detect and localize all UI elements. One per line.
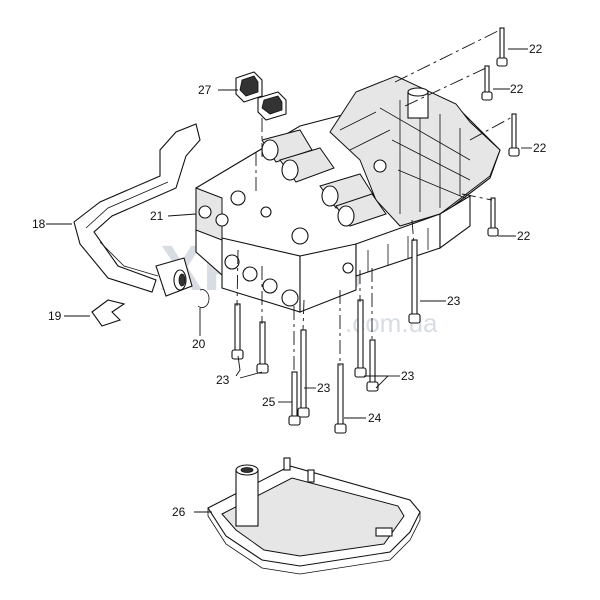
- callout-27: 27: [198, 83, 212, 97]
- leader-lines: [46, 48, 532, 513]
- bolt-23-right-pair: [354, 299, 379, 392]
- bolt-22-third: [508, 113, 520, 157]
- alignment-lines: [236, 29, 515, 374]
- callout-18: 18: [32, 217, 46, 231]
- bolt-24: [334, 363, 347, 434]
- callout-22-b: 22: [510, 82, 524, 96]
- bolt-25: [288, 371, 301, 426]
- callout-20: 20: [192, 337, 206, 351]
- bolt-22-top: [496, 27, 508, 67]
- callout-23-d: 23: [401, 369, 415, 383]
- bolt-22-second: [481, 65, 493, 101]
- callout-23-b: 23: [216, 373, 230, 387]
- oil-filter-part: [207, 457, 421, 575]
- valve-body-part: [195, 75, 501, 313]
- callout-23-c: 23: [317, 381, 331, 395]
- bolt-23-left-b: [256, 321, 269, 374]
- callout-26: 26: [172, 505, 186, 519]
- callout-25: 25: [262, 395, 276, 409]
- bolt-22-fourth: [487, 197, 499, 237]
- callout-labels: 27 22 22 22 22 18 21 19 20 23 23 23 23 2…: [32, 42, 547, 519]
- retaining-clip-part: [91, 299, 126, 327]
- callout-22-d: 22: [517, 229, 531, 243]
- callout-22-a: 22: [529, 42, 543, 56]
- callout-24: 24: [368, 411, 382, 425]
- callout-21: 21: [150, 209, 164, 223]
- callout-23-a: 23: [447, 294, 461, 308]
- bolt-23-left-a: [231, 303, 244, 360]
- bolt-23-center: [297, 329, 310, 418]
- circlip-part: [197, 289, 210, 308]
- callout-19: 19: [48, 309, 62, 323]
- wiring-harness-part: [73, 123, 201, 297]
- bolt-23-right: [408, 239, 421, 324]
- plug-seal-parts: [235, 71, 287, 121]
- callout-22-c: 22: [533, 141, 547, 155]
